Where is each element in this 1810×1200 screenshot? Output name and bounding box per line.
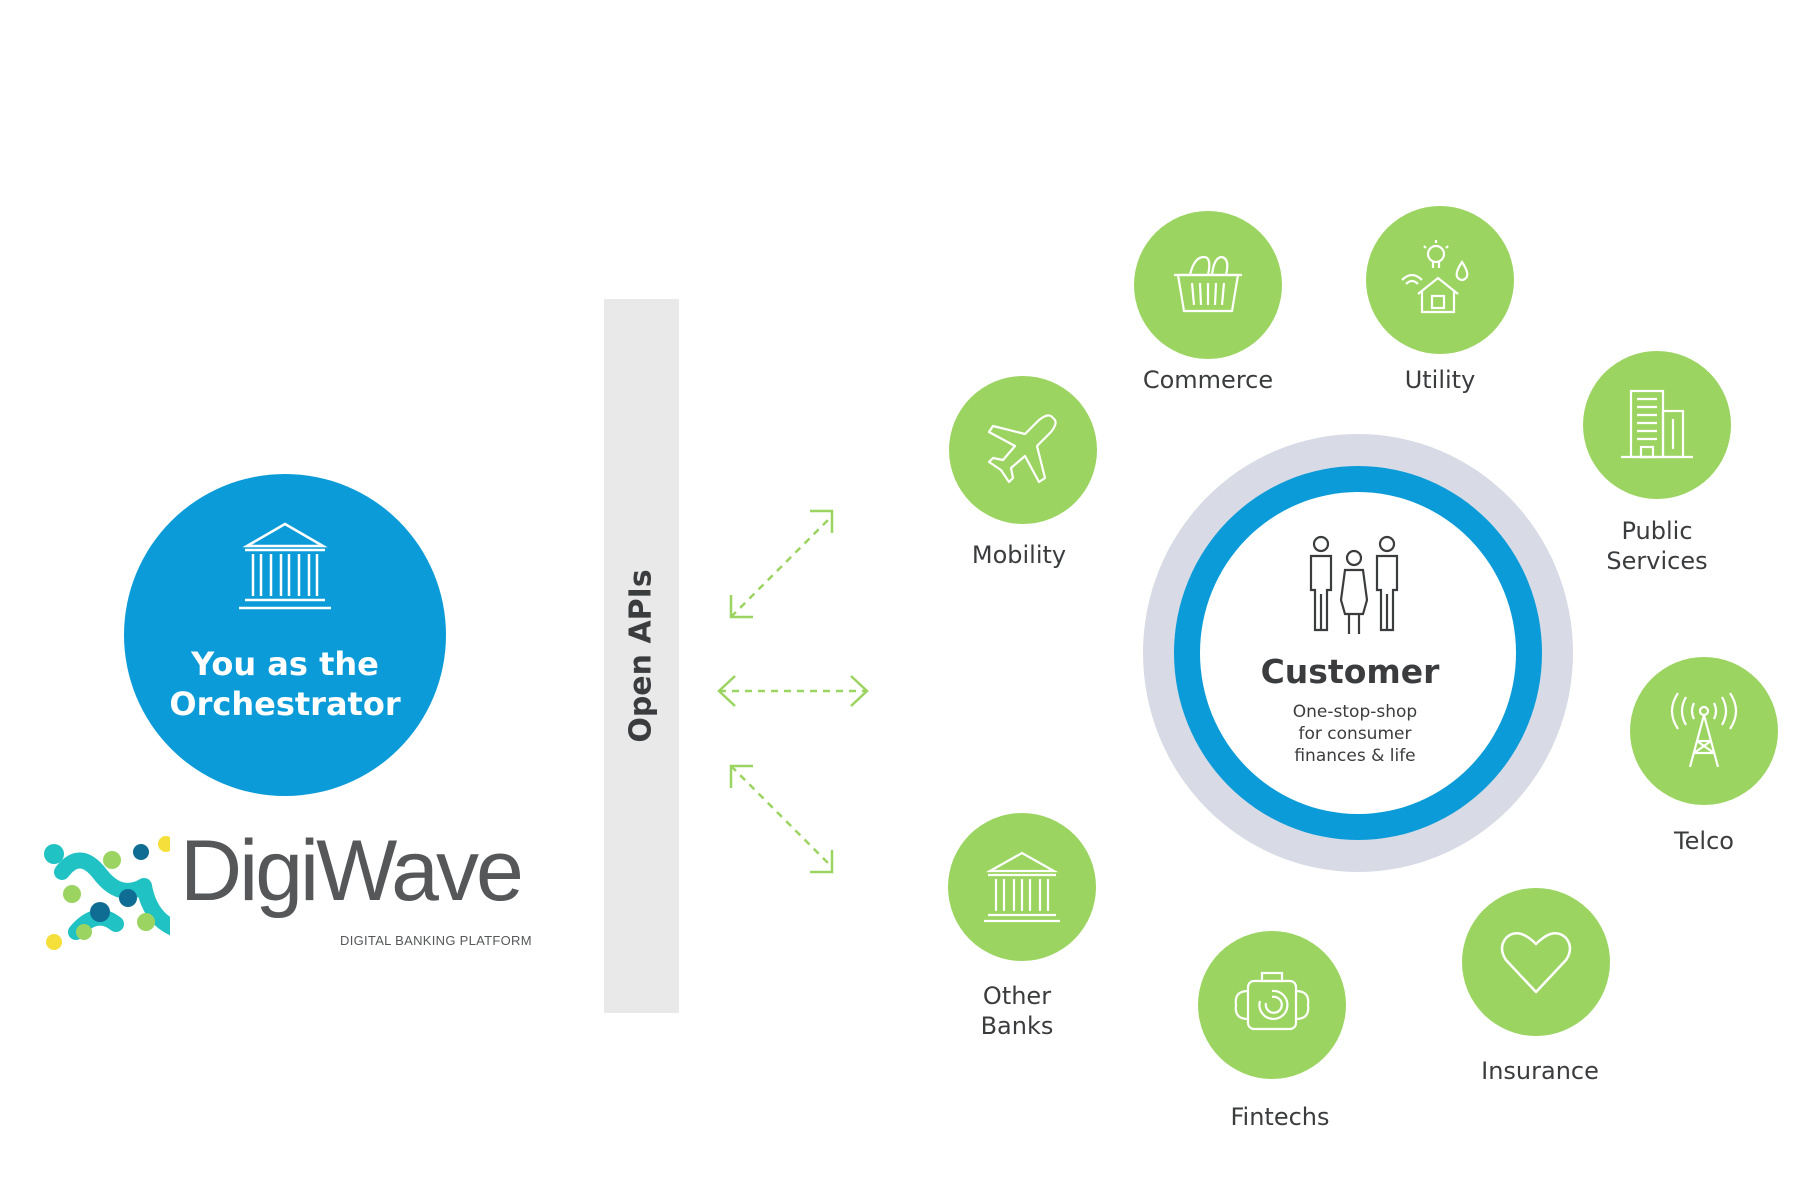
- arrow-up-right: [729, 509, 834, 619]
- airplane-icon: [987, 414, 1057, 484]
- node-insurance: [1462, 888, 1610, 1036]
- people-icon: [1309, 535, 1399, 634]
- api-arrows: [717, 509, 869, 874]
- building-icon: [1621, 389, 1693, 459]
- customer-subtitle-line2: for consumer: [1298, 724, 1412, 744]
- bank-icon: [984, 851, 1060, 923]
- orchestrator-title-line2: Orchestrator: [169, 685, 401, 723]
- node-mobility: [949, 376, 1097, 524]
- logo-tagline: DIGITAL BANKING PLATFORM: [340, 933, 532, 948]
- label-mobility: Mobility: [971, 541, 1067, 569]
- arrow-down-right: [729, 764, 834, 874]
- orchestrator-title-line1: You as the: [191, 645, 379, 683]
- arrow-horizontal: [717, 675, 869, 707]
- label-utility: Utility: [1404, 366, 1476, 394]
- node-other-banks: [948, 813, 1096, 961]
- customer-hub: [1143, 434, 1573, 872]
- smart-home-icon: [1401, 240, 1469, 314]
- label-commerce: Commerce: [1142, 366, 1274, 394]
- label-public-services-line1: Public: [1621, 517, 1693, 545]
- node-public-services: [1583, 351, 1731, 499]
- logo-wordmark: DigiWave: [180, 823, 524, 919]
- label-public-services-line2: Services: [1606, 547, 1708, 575]
- label-telco: Telco: [1674, 827, 1734, 855]
- bank-icon: [239, 522, 331, 610]
- node-commerce: [1134, 211, 1282, 359]
- open-apis-label: Open APIs: [623, 569, 659, 743]
- heart-icon: [1500, 931, 1572, 994]
- label-other-banks-line2: Banks: [980, 1012, 1054, 1040]
- smartwatch-icon: [1234, 971, 1310, 1031]
- node-utility: [1366, 206, 1514, 354]
- digiwave-logo-icon: [44, 836, 170, 950]
- label-other-banks-line1: Other: [982, 982, 1052, 1010]
- customer-title: Customer: [1260, 652, 1440, 691]
- customer-subtitle-line3: finances & life: [1294, 746, 1416, 766]
- basket-icon: [1174, 255, 1242, 313]
- customer-subtitle-line1: One-stop-shop: [1292, 702, 1418, 722]
- open-apis-bar: [604, 299, 679, 1013]
- label-insurance: Insurance: [1481, 1057, 1599, 1085]
- label-fintechs: Fintechs: [1230, 1103, 1330, 1131]
- orchestrator-circle: [124, 474, 446, 796]
- node-fintechs: [1198, 931, 1346, 1079]
- antenna-icon: [1670, 692, 1738, 768]
- node-telco: [1630, 657, 1778, 805]
